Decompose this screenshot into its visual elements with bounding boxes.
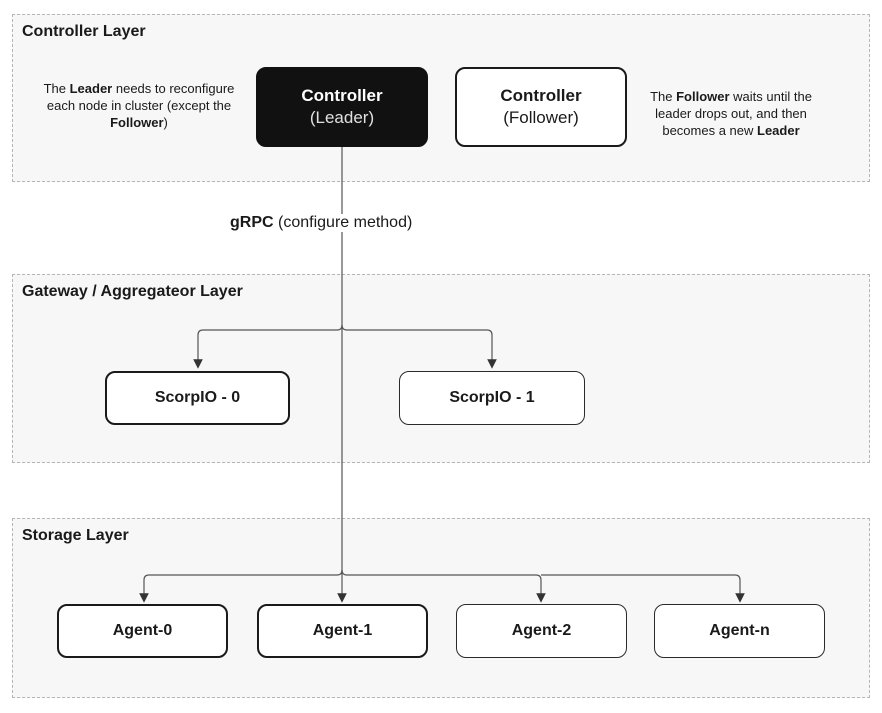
arrow-to-scorpio-0 — [193, 324, 343, 369]
agent-n-node: Agent-n — [654, 604, 825, 658]
agent-n-label: Agent-n — [709, 622, 770, 639]
controller-follower-node: Controller (Follower) — [455, 67, 627, 147]
grpc-protocol: gRPC — [230, 214, 274, 231]
agent-2-label: Agent-2 — [511, 622, 572, 639]
grpc-label: gRPC (configure method) — [228, 214, 415, 232]
gateway-layer-title: Gateway / Aggregateor Layer — [22, 283, 243, 300]
arrow-to-agent-0 — [139, 569, 343, 603]
scorpio-0-node: ScorpIO - 0 — [105, 371, 290, 425]
agent-0-label: Agent-0 — [112, 622, 173, 639]
scorpio-0-label: ScorpIO - 0 — [154, 389, 241, 406]
follower-note: The Follower waits until the leader drop… — [650, 89, 812, 138]
controller-leader-node: Controller (Leader) — [256, 67, 428, 147]
gateway-layer: Gateway / Aggregateor Layer — [12, 274, 870, 463]
agent-2-node: Agent-2 — [456, 604, 627, 658]
controller-layer-title: Controller Layer — [22, 23, 146, 40]
leader-subtitle: (Leader) — [309, 108, 375, 127]
agent-1-label: Agent-1 — [312, 622, 373, 639]
follower-title: Controller — [500, 86, 582, 105]
leader-title: Controller — [301, 86, 383, 105]
agent-0-node: Agent-0 — [57, 604, 228, 658]
arrow-to-scorpio-1 — [341, 324, 497, 369]
scorpio-1-label: ScorpIO - 1 — [449, 389, 535, 406]
arrow-to-agent-2 — [341, 569, 546, 603]
controller-layer: Controller Layer — [12, 14, 870, 182]
scorpio-1-node: ScorpIO - 1 — [399, 371, 585, 425]
follower-subtitle: (Follower) — [503, 108, 579, 127]
grpc-method: (configure method) — [278, 214, 413, 231]
arrow-to-agent-n — [541, 574, 745, 603]
agent-1-node: Agent-1 — [257, 604, 428, 658]
storage-layer-title: Storage Layer — [22, 527, 129, 544]
leader-note: The Leader needs to reconfigure each nod… — [43, 81, 235, 130]
